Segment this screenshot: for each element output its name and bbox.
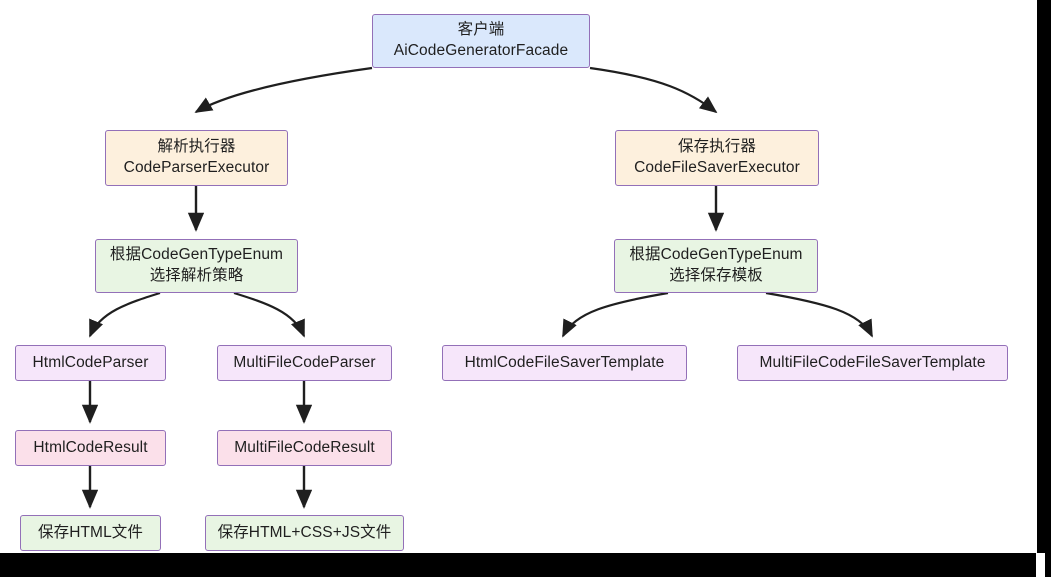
node-html-code-result-label: HtmlCodeResult bbox=[33, 438, 148, 456]
edge-parse-strategy-to-multifile-code-parser bbox=[233, 291, 306, 338]
node-parser-executor-line2: CodeParserExecutor bbox=[123, 159, 270, 176]
node-parse-strategy-line1: 根据CodeGenTypeEnum bbox=[109, 246, 284, 264]
node-html-code-parser[interactable]: HtmlCodeParser bbox=[15, 345, 166, 381]
node-client-line1: 客户端 bbox=[457, 21, 505, 39]
node-client[interactable]: 客户端 AiCodeGeneratorFacade bbox=[372, 14, 590, 68]
node-parse-strategy-line2: 选择解析策略 bbox=[149, 267, 244, 284]
node-multifile-code-result-label: MultiFileCodeResult bbox=[234, 438, 375, 456]
node-parser-executor-line1: 解析执行器 bbox=[157, 138, 236, 156]
node-save-html-css-js-label: 保存HTML+CSS+JS文件 bbox=[217, 523, 392, 541]
node-save-html-label: 保存HTML文件 bbox=[38, 523, 143, 541]
node-multifile-code-result[interactable]: MultiFileCodeResult bbox=[217, 430, 392, 466]
node-html-saver-template-label: HtmlCodeFileSaverTemplate bbox=[464, 353, 665, 371]
node-parse-strategy[interactable]: 根据CodeGenTypeEnum 选择解析策略 bbox=[95, 239, 298, 293]
edge-parse-strategy-to-html-code-parser bbox=[88, 291, 161, 338]
node-client-line2: AiCodeGeneratorFacade bbox=[393, 42, 569, 59]
bottom-edge-band bbox=[0, 553, 1051, 577]
node-parser-executor[interactable]: 解析执行器 CodeParserExecutor bbox=[105, 130, 288, 186]
node-html-code-result[interactable]: HtmlCodeResult bbox=[15, 430, 166, 466]
node-saver-executor-line1: 保存执行器 bbox=[677, 138, 756, 156]
edge-client-to-saver-executor bbox=[589, 66, 718, 114]
node-save-template[interactable]: 根据CodeGenTypeEnum 选择保存模板 bbox=[614, 239, 818, 293]
node-multifile-code-parser-label: MultiFileCodeParser bbox=[233, 353, 376, 371]
node-save-template-line2: 选择保存模板 bbox=[669, 267, 763, 284]
node-multifile-saver-template-label: MultiFileCodeFileSaverTemplate bbox=[759, 353, 986, 371]
node-save-template-line1: 根据CodeGenTypeEnum bbox=[629, 246, 803, 264]
node-html-code-parser-label: HtmlCodeParser bbox=[32, 353, 149, 371]
node-saver-executor[interactable]: 保存执行器 CodeFileSaverExecutor bbox=[615, 130, 819, 186]
node-saver-executor-line2: CodeFileSaverExecutor bbox=[634, 159, 800, 176]
edge-client-to-parser-executor bbox=[194, 66, 373, 113]
node-save-html[interactable]: 保存HTML文件 bbox=[20, 515, 161, 551]
node-multifile-code-parser[interactable]: MultiFileCodeParser bbox=[217, 345, 392, 381]
node-multifile-saver-template[interactable]: MultiFileCodeFileSaverTemplate bbox=[737, 345, 1008, 381]
edge-save-template-to-multifile-saver-template bbox=[765, 291, 873, 338]
node-save-html-css-js[interactable]: 保存HTML+CSS+JS文件 bbox=[205, 515, 404, 551]
edge-save-template-to-html-saver-template bbox=[562, 291, 669, 338]
right-edge-band bbox=[1037, 0, 1051, 554]
node-html-saver-template[interactable]: HtmlCodeFileSaverTemplate bbox=[442, 345, 687, 381]
bottom-band-notch bbox=[1036, 553, 1045, 577]
